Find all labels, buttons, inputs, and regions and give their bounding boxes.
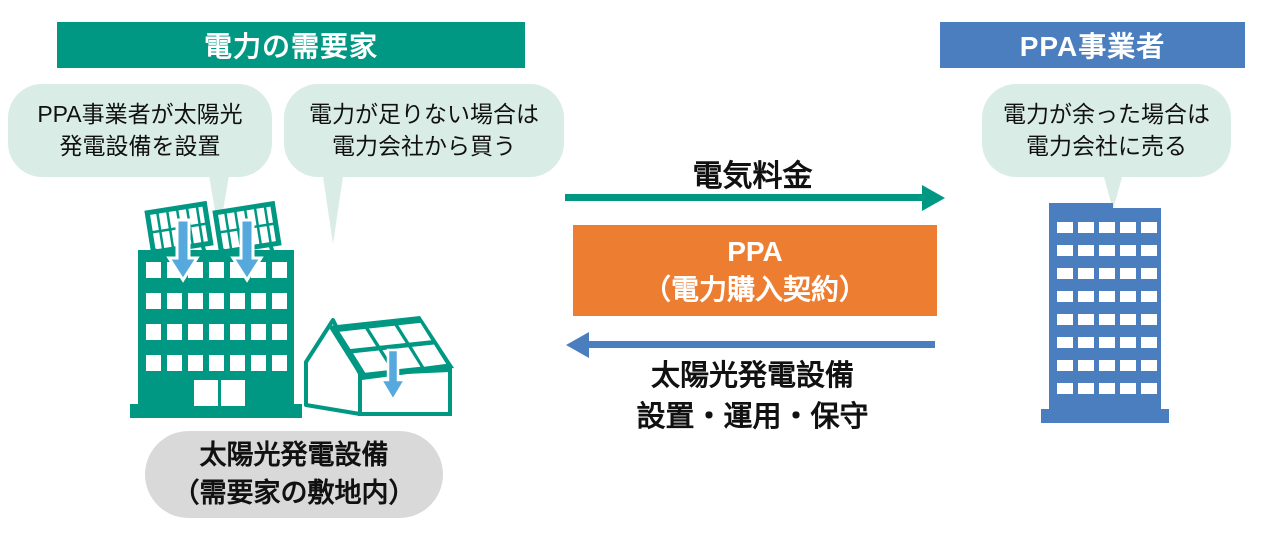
services-label-line1: 太陽光発電設備 (650, 360, 854, 392)
site-label: 太陽光発電設備 （需要家の敷地内） (145, 431, 443, 518)
bubble-shortage-line1: 電力が足りない場合は (309, 100, 539, 127)
office-building-icon (130, 200, 302, 418)
bubble-install: PPA事業者が太陽光 発電設備を設置 (8, 84, 272, 177)
house-icon (304, 316, 454, 416)
services-label: 太陽光発電設備 設置・運用・保守 (565, 356, 940, 438)
ppa-box-line1: PPA (727, 235, 783, 267)
electricity-fee-label: 電気料金 (692, 160, 813, 193)
bubble-shortage-line2: 電力会社から買う (332, 132, 516, 159)
consumer-header: 電力の需要家 (57, 22, 525, 68)
bubble-install-line2: 発電設備を設置 (59, 132, 221, 159)
operator-header: PPA事業者 (940, 22, 1245, 68)
right-arrow (565, 194, 923, 201)
building-windows (1057, 222, 1157, 394)
bubble-install-line1: PPA事業者が太陽光 (37, 100, 243, 127)
ppa-contract-box: PPA （電力購入契約） (573, 225, 937, 316)
bubble-surplus-line1: 電力が余った場合は (1003, 100, 1210, 127)
ppa-box-line2: （電力購入契約） (642, 273, 867, 305)
bubble-surplus: 電力が余った場合は 電力会社に売る (982, 84, 1231, 177)
down-arrow-icon (166, 218, 264, 283)
services-label-line2: 設置・運用・保守 (636, 401, 869, 434)
site-label-line2: （需要家の敷地内） (172, 477, 416, 508)
bubble-shortage-tail (322, 170, 344, 244)
bubble-shortage: 電力が足りない場合は 電力会社から買う (284, 84, 564, 177)
site-label-line1: 太陽光発電設備 (199, 439, 389, 470)
tower-building-icon (1041, 203, 1169, 423)
bubble-surplus-line2: 電力会社に売る (1026, 132, 1187, 159)
left-arrow (589, 341, 935, 348)
bubble-surplus-tail (1102, 170, 1124, 210)
right-arrow-head-icon (922, 185, 945, 211)
left-arrow-head-icon (566, 332, 589, 358)
down-arrow-icon (378, 348, 408, 403)
